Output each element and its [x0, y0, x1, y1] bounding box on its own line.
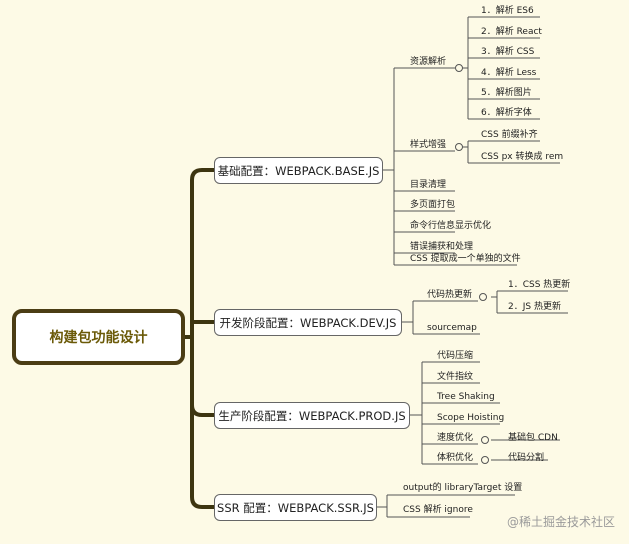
branch-base-config: 基础配置：WEBPACK.BASE.JS [214, 157, 383, 184]
leaf-css-prefix: CSS 前缀补齐 [481, 130, 538, 140]
node-style-enhance: 样式增强 [410, 140, 447, 150]
leaf-css-px-rem: CSS px 转换成 rem [481, 152, 564, 162]
leaf-parse-css: 3．解析 CSS [481, 47, 535, 57]
node-size-optimize: 体积优化 [437, 453, 474, 463]
node-cli-optimize: 命令行信息显示优化 [410, 221, 492, 231]
node-dir-clean: 目录清理 [410, 180, 447, 190]
collapse-toggle-icon[interactable] [481, 436, 489, 444]
leaf-parse-react: 2．解析 React [481, 27, 542, 37]
leaf-base-cdn: 基础包 CDN [508, 433, 558, 443]
leaf-parse-es6: 1．解析 ES6 [481, 6, 534, 16]
branch-prod-config: 生产阶段配置：WEBPACK.PROD.JS [214, 402, 410, 429]
collapse-toggle-icon[interactable] [479, 293, 487, 301]
node-multi-page: 多页面打包 [410, 200, 456, 210]
branch-connectors [377, 16, 568, 518]
node-scope-hoisting: Scope Hoisting [437, 413, 505, 423]
leaf-parse-less: 4．解析 Less [481, 68, 537, 78]
leaf-parse-images: 5．解析图片 [481, 88, 532, 98]
leaf-js-hot-reload: 2．JS 热更新 [508, 302, 561, 312]
watermark: @稀土掘金技术社区 [506, 515, 615, 529]
node-css-extract: CSS 提取成一个单独的文件 [410, 254, 521, 264]
node-library-target: output的 libraryTarget 设置 [403, 483, 523, 493]
node-resource-parsing: 资源解析 [410, 57, 447, 67]
trunk-to-dev [184, 320, 216, 339]
node-file-hash: 文件指纹 [437, 372, 474, 382]
branch-ssr-config: SSR 配置：WEBPACK.SSR.JS [214, 494, 377, 521]
node-speed-optimize: 速度优化 [437, 433, 474, 443]
leaf-parse-fonts: 6．解析字体 [481, 108, 532, 118]
trunk-to-ssr [184, 335, 216, 509]
node-css-ignore: CSS 解析 ignore [403, 505, 473, 515]
branch-dev-config: 开发阶段配置：WEBPACK.DEV.JS [214, 309, 402, 336]
trunk-to-base [184, 168, 216, 339]
leaf-code-split: 代码分割 [508, 453, 545, 463]
leaf-css-hot-reload: 1．CSS 热更新 [508, 280, 571, 290]
node-error-capture: 错误捕获和处理 [410, 242, 474, 252]
collapse-toggle-icon[interactable] [455, 64, 463, 72]
root-node: 构建包功能设计 [12, 309, 185, 365]
collapse-toggle-icon[interactable] [481, 456, 489, 464]
collapse-toggle-icon[interactable] [455, 143, 463, 151]
trunk-connectors [184, 168, 216, 509]
node-code-minify: 代码压缩 [437, 351, 474, 361]
node-tree-shaking: Tree Shaking [437, 392, 495, 402]
node-sourcemap: sourcemap [427, 323, 477, 333]
node-hot-reload: 代码热更新 [427, 290, 473, 300]
